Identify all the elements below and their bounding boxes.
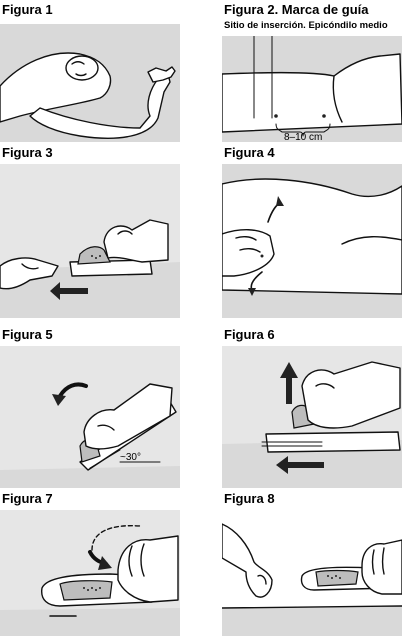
figure-1-label: Figura 1 <box>2 2 53 17</box>
figure-5-angle-annotation: ~30° <box>120 452 141 463</box>
figure-7-label: Figura 7 <box>2 491 53 506</box>
figure-6-label: Figura 6 <box>224 327 275 342</box>
figure-5-illustration: ~30° <box>0 346 180 488</box>
figure-5-label: Figura 5 <box>2 327 53 342</box>
figure-3-drawing <box>0 164 180 300</box>
figure-6-drawing <box>222 346 402 474</box>
figure-4-label: Figura 4 <box>224 145 275 160</box>
figure-7-illustration <box>0 510 180 636</box>
figure-4-drawing <box>222 178 402 296</box>
figure-1-drawing <box>0 52 176 139</box>
figure-6-illustration <box>222 346 402 488</box>
figure-2-drawing: 8–10 cm <box>222 36 402 142</box>
figure-7-drawing <box>0 510 180 617</box>
figure-8-drawing <box>222 523 402 636</box>
figure-2-illustration: 8–10 cm <box>222 36 402 142</box>
figure-3-label: Figura 3 <box>2 145 53 160</box>
figure-5-drawing: ~30° <box>0 346 180 471</box>
figure-2-subtitle: Sitio de inserción. Epicóndilo medio <box>224 20 388 31</box>
figure-2-distance-annotation: 8–10 cm <box>284 132 322 142</box>
figure-2-label: Figura 2. Marca de guía <box>224 2 369 17</box>
figure-8-illustration <box>222 510 402 636</box>
figure-4-illustration <box>222 164 402 318</box>
figure-3-illustration <box>0 164 180 318</box>
figure-8-label: Figura 8 <box>224 491 275 506</box>
figure-1-illustration <box>0 24 180 142</box>
